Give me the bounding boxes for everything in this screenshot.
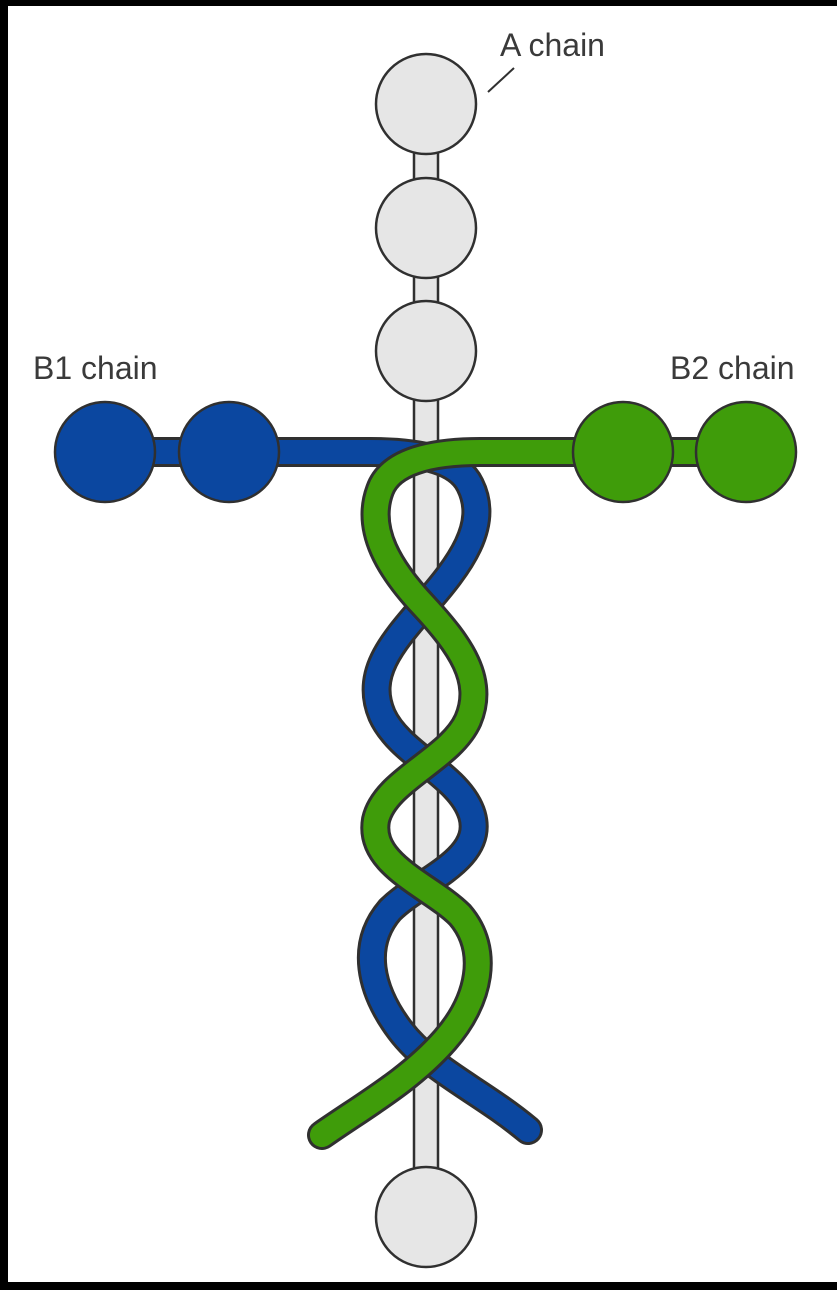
a-chain-leader-line (488, 68, 514, 92)
a-chain-domain-1 (376, 54, 476, 154)
a-chain-domain-bottom (376, 1167, 476, 1267)
b2-chain-domain-outer (696, 402, 796, 502)
a-chain-domain-3 (376, 301, 476, 401)
b1-chain-domain-inner (179, 402, 279, 502)
b1-chain-label: B1 chain (33, 350, 158, 386)
a-chain-domain-2 (376, 178, 476, 278)
b2-chain-label: B2 chain (670, 350, 795, 386)
a-chain-label: A chain (500, 27, 605, 63)
b2-chain-domain-inner (573, 402, 673, 502)
b1-chain-domain-outer (55, 402, 155, 502)
